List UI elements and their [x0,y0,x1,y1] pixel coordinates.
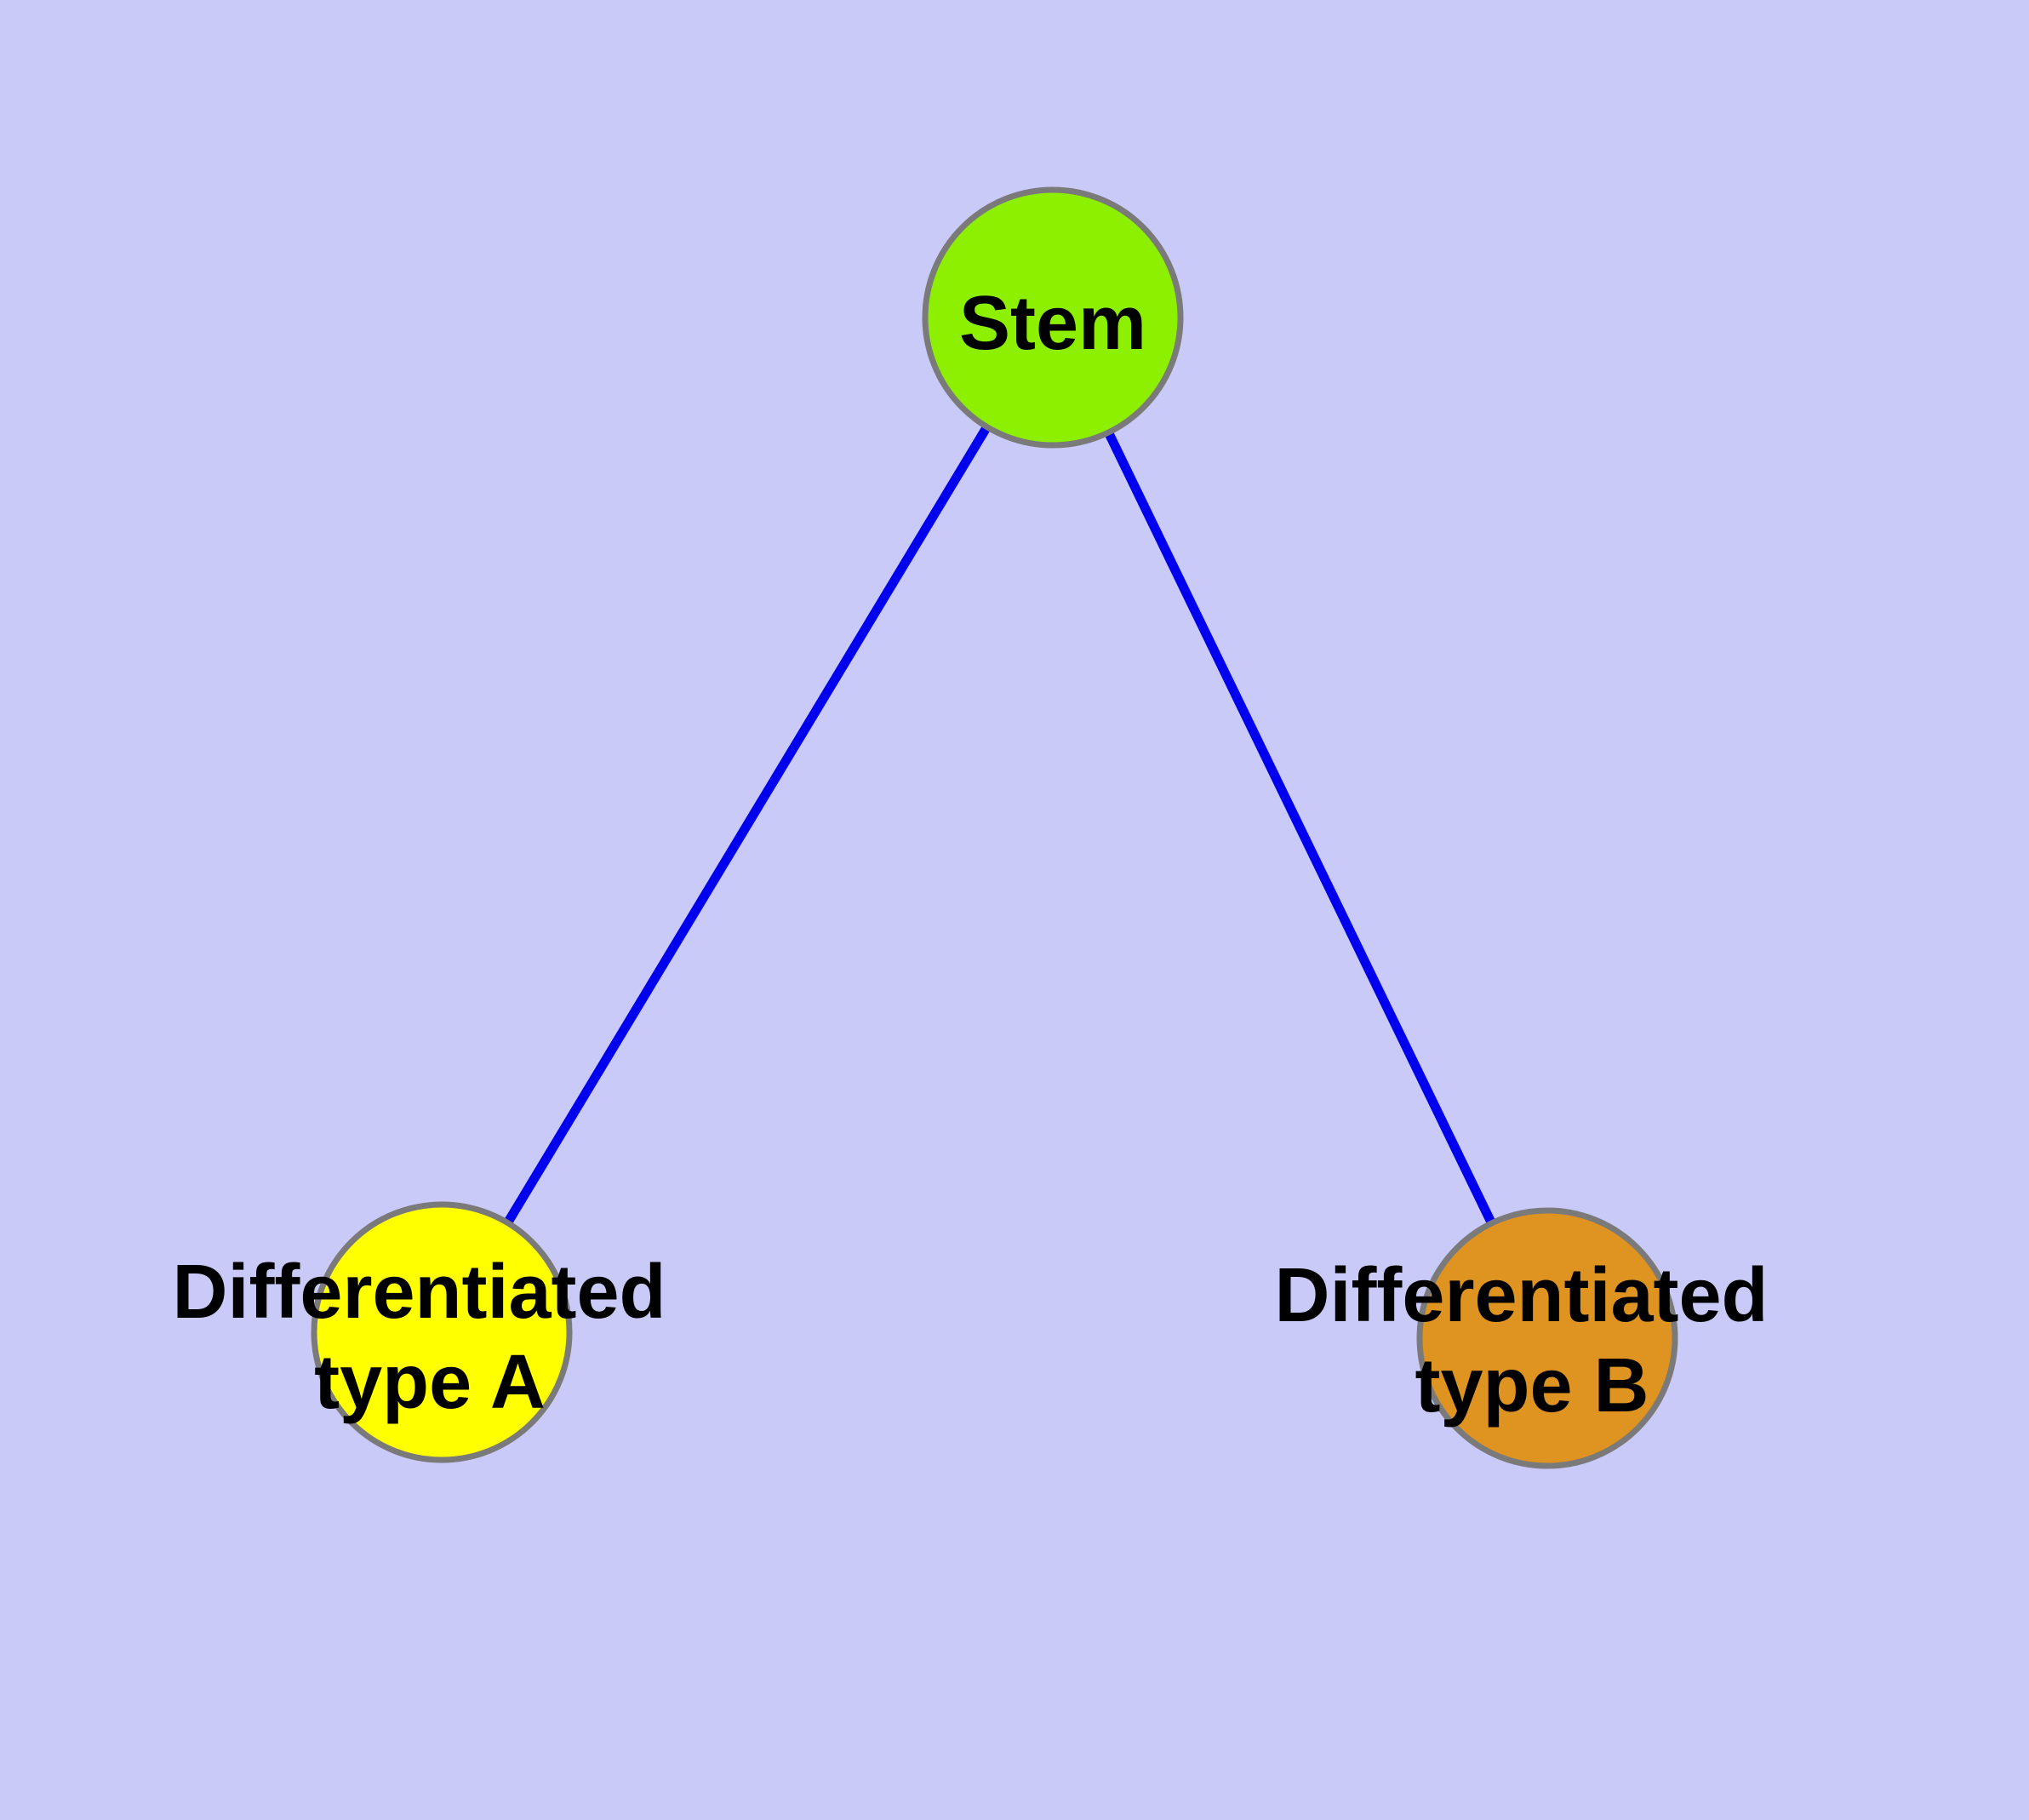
edge-stem-to-type-a [437,312,1058,1337]
differentiated-type-b-label-line1: Differentiated [1274,1253,1768,1338]
differentiated-type-a-label: Differentiated type A [172,1250,687,1425]
differentiated-type-a-node: Differentiated type A [172,1201,687,1463]
stem-node-label: Stem [959,281,1146,366]
stem-node-circle [922,186,1184,449]
differentiated-type-b-node: Differentiated type B [1274,1207,1789,1469]
differentiated-type-b-circle [1416,1207,1678,1469]
differentiated-type-b-label: Differentiated type B [1274,1253,1789,1428]
edge-stem-to-type-b [1048,312,1552,1343]
differentiated-type-b-label-line2: type B [1415,1343,1649,1428]
differentiated-type-a-circle [311,1201,573,1463]
differentiated-type-a-label-line1: Differentiated [172,1250,666,1335]
differentiated-type-a-label-line2: type A [314,1340,546,1425]
stem-node: Stem [922,186,1184,449]
